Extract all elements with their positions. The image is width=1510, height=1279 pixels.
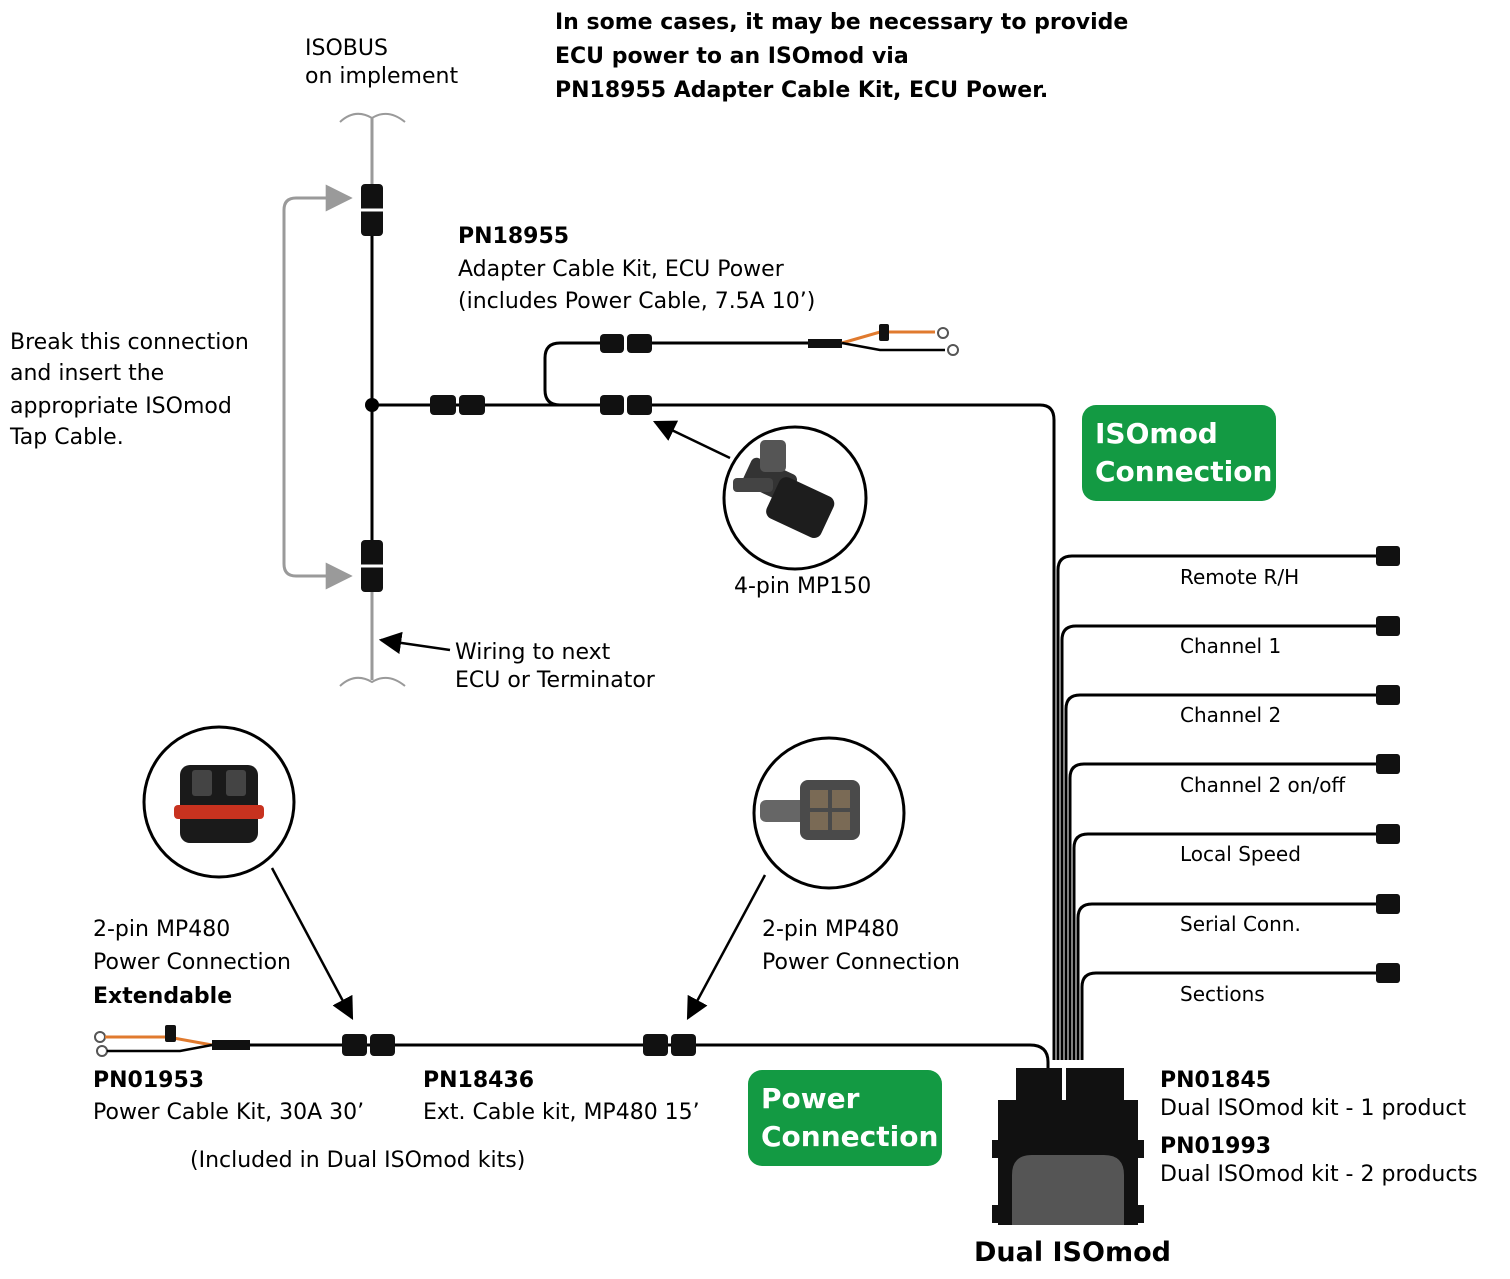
branch-label: Local Speed (1180, 842, 1301, 866)
ring-terminal-icon (947, 344, 959, 356)
note-line-2: ECU power to an ISOmod via (555, 44, 909, 69)
wiring-next-arrow (378, 631, 451, 655)
included-note: (Included in Dual ISOmod kits) (190, 1148, 526, 1173)
mp480-left-line-1: 2-pin MP480 (93, 917, 231, 942)
branch-label: Channel 1 (1180, 634, 1282, 658)
ring-terminal-icon (96, 1045, 108, 1057)
mp480-right-arrow (686, 874, 767, 1020)
note-line-3: PN18955 Adapter Cable Kit, ECU Power. (555, 78, 1049, 103)
kit1-desc: Dual ISOmod kit - 1 product (1160, 1096, 1467, 1121)
kit1-pn: PN01845 (1160, 1068, 1272, 1093)
mp150-label: 4-pin MP150 (734, 574, 872, 599)
ring-terminal-icon (94, 1031, 106, 1043)
kit2-desc: Dual ISOmod kit - 2 products (1160, 1162, 1478, 1187)
device-title: Dual ISOmod (974, 1237, 1171, 1268)
fuse-icon (879, 324, 889, 341)
break-note-3: appropriate ISOmod (10, 394, 232, 419)
note-line-1: In some cases, it may be necessary to pr… (555, 10, 1129, 35)
power-badge-line-2: Connection (761, 1120, 939, 1153)
branch-label: Remote R/H (1180, 565, 1300, 589)
branch-connectors (1376, 546, 1400, 983)
mp480-connector-photo-left (142, 725, 296, 879)
wiring-next-1: Wiring to next (455, 640, 611, 665)
branch-label: Sections (1180, 982, 1265, 1006)
mp150-connector-photo (722, 425, 868, 571)
isomod-badge-line-1: ISOmod (1095, 417, 1218, 450)
ring-terminal-icon (937, 327, 949, 339)
isomod-module (992, 1068, 1144, 1225)
mp480-right-line-1: 2-pin MP480 (762, 917, 900, 942)
mp480-right-line-2: Power Connection (762, 950, 960, 975)
isomod-connection-badge: ISOmod Connection (1082, 405, 1276, 501)
adapter-includes: (includes Power Cable, 7.5A 10’) (458, 289, 816, 314)
power-connection-badge: Power Connection (748, 1070, 942, 1166)
branch-label: Channel 2 (1180, 703, 1282, 727)
mp480-left-extendable: Extendable (93, 984, 233, 1009)
break-bracket (282, 184, 353, 590)
isobus-label: ISOBUS (305, 36, 388, 61)
break-note-4: Tap Cable. (10, 425, 124, 450)
power-badge-line-1: Power (761, 1082, 860, 1115)
mp480-left-line-2: Power Connection (93, 950, 291, 975)
break-note-2: and insert the (10, 361, 165, 386)
power-cable-desc: Power Cable Kit, 30A 30’ (93, 1100, 365, 1125)
mp480-connector-photo-right (752, 736, 906, 890)
fuse-icon (165, 1025, 176, 1042)
power-cable-pn: PN01953 (93, 1068, 205, 1093)
isomod-badge-line-2: Connection (1095, 455, 1273, 488)
isobus-sublabel: on implement (305, 64, 459, 89)
kit2-pn: PN01993 (1160, 1134, 1272, 1159)
branch-label: Channel 2 on/off (1180, 773, 1346, 797)
adapter-desc: Adapter Cable Kit, ECU Power (458, 257, 784, 282)
ext-cable-pn: PN18436 (423, 1068, 535, 1093)
tap-cable (372, 324, 1056, 1060)
branch-label: Serial Conn. (1180, 912, 1301, 936)
mp150-arrow (652, 420, 731, 460)
break-note-1: Break this connection (10, 330, 249, 355)
power-cable (94, 1025, 1050, 1068)
ext-cable-desc: Ext. Cable kit, MP480 15’ (423, 1100, 700, 1125)
branch-wires (1056, 554, 1378, 1060)
isobus-trunk (339, 112, 406, 687)
wiring-next-2: ECU or Terminator (455, 668, 655, 693)
adapter-pn: PN18955 (458, 224, 570, 249)
mp480-left-arrow (270, 867, 354, 1020)
